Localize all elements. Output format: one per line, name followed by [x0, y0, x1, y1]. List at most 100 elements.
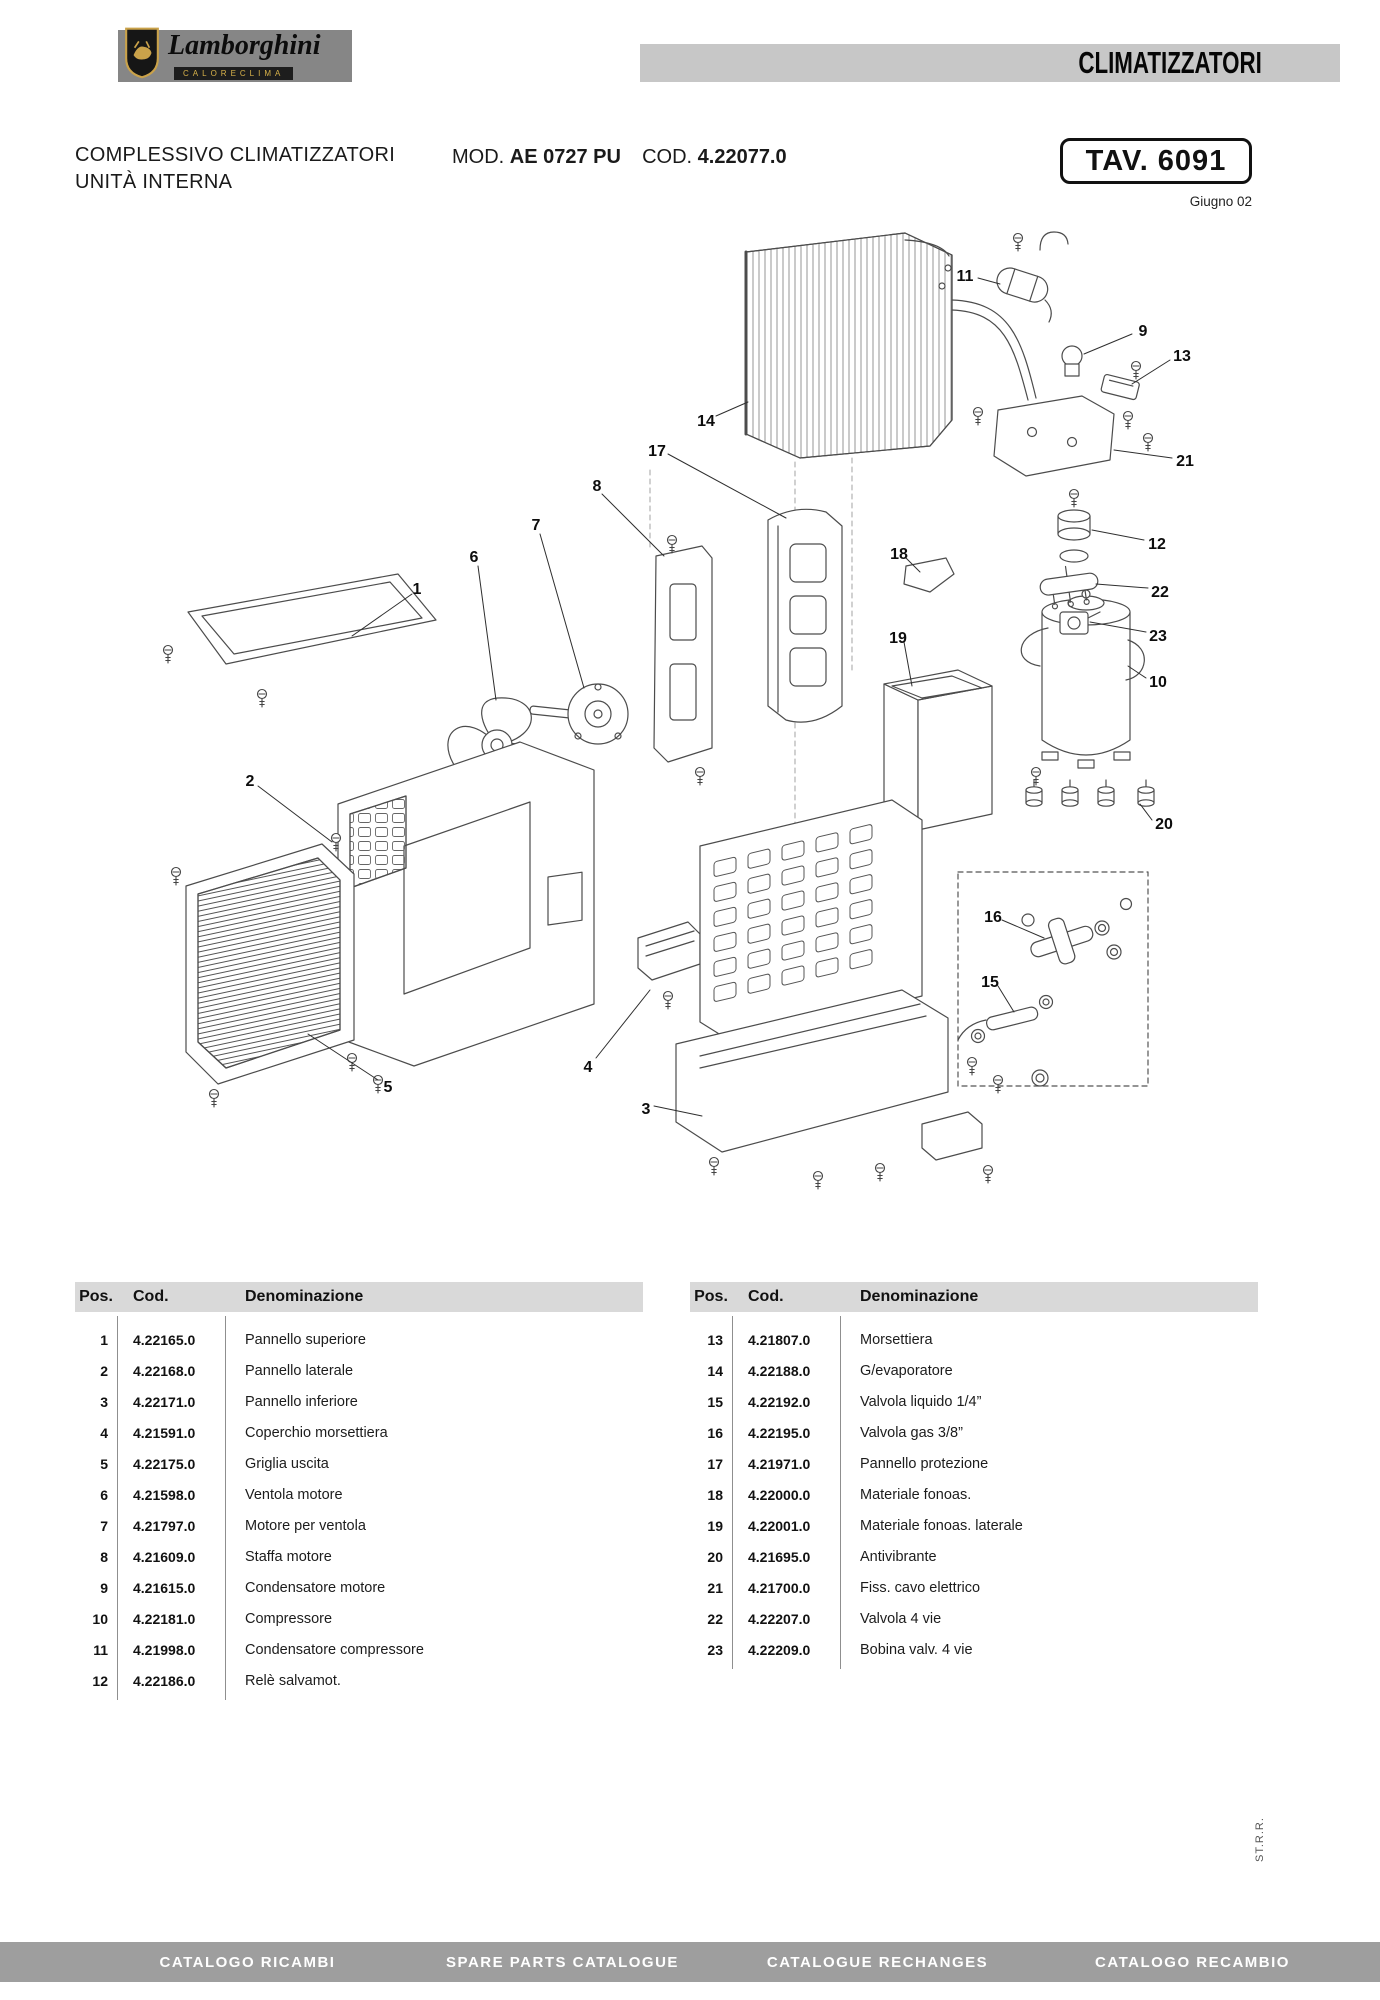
- table-row: 10 4.22181.0 Compressore: [75, 1603, 643, 1634]
- cell-den: Pannello laterale: [245, 1362, 354, 1379]
- cell-cod: 4.22168.0: [133, 1362, 196, 1379]
- cell-cod: 4.21695.0: [748, 1548, 811, 1565]
- header-den: Denominazione: [860, 1288, 979, 1305]
- callout-7: 7: [532, 517, 541, 534]
- table-row: 2 4.22168.0 Pannello laterale: [75, 1355, 643, 1386]
- callout-15: 15: [981, 974, 999, 991]
- cell-cod: 4.21797.0: [133, 1517, 196, 1534]
- cell-den: Antivibrante: [860, 1548, 937, 1565]
- part-terminal-cover: [637, 921, 701, 981]
- part-fan: [447, 697, 541, 791]
- part-liquid-valve: [985, 1006, 1039, 1031]
- callout-13: 13: [1173, 348, 1191, 365]
- cell-pos: 7: [100, 1517, 108, 1534]
- table-row: 18 4.22000.0 Materiale fonoas.: [690, 1479, 1258, 1510]
- cell-pos: 9: [100, 1579, 108, 1596]
- callout-9: 9: [1139, 323, 1148, 340]
- cell-pos: 5: [100, 1455, 108, 1472]
- footer-item-it: CATALOGO RICAMBI: [159, 1953, 336, 1971]
- table-body: 13 4.21807.0 Morsettiera 14 4.22188.0 G/…: [690, 1312, 1258, 1665]
- cell-den: Valvola liquido 1/4”: [860, 1393, 982, 1410]
- callout-1: 1: [413, 581, 422, 598]
- cell-pos: 23: [707, 1641, 723, 1658]
- brand-name: Lamborghini: [168, 30, 321, 61]
- cell-den: Coperchio morsettiera: [245, 1424, 388, 1441]
- table-body: 1 4.22165.0 Pannello superiore 2 4.22168…: [75, 1312, 643, 1696]
- cell-pos: 10: [92, 1610, 108, 1627]
- table-column-divider: [117, 1316, 118, 1700]
- header-cod: Cod.: [133, 1288, 169, 1305]
- cell-cod: 4.22001.0: [748, 1517, 811, 1534]
- callouts: 1 2 3 4 5 6 7 8 9 10 11 12 13 14 15 16 1…: [246, 268, 1194, 1118]
- callout-6: 6: [470, 549, 479, 566]
- callout-20: 20: [1155, 816, 1173, 833]
- cell-den: Bobina valv. 4 vie: [860, 1641, 973, 1658]
- cell-pos: 17: [707, 1455, 723, 1472]
- print-reference: ST.R.R.: [1254, 1817, 1266, 1862]
- cell-den: Pannello inferiore: [245, 1393, 358, 1410]
- cell-pos: 14: [707, 1362, 723, 1379]
- cell-pos: 15: [707, 1393, 723, 1410]
- callout-12: 12: [1148, 536, 1166, 553]
- callout-4: 4: [584, 1059, 593, 1076]
- cell-den: Pannello superiore: [245, 1331, 366, 1348]
- table-row: 14 4.22188.0 G/evaporatore: [690, 1355, 1258, 1386]
- part-antivibration-mounts: [1025, 779, 1155, 807]
- cell-cod: 4.22000.0: [748, 1486, 811, 1503]
- part-valve-coil: [1059, 611, 1101, 635]
- table-row: 6 4.21598.0 Ventola motore: [75, 1479, 643, 1510]
- table-row: 21 4.21700.0 Fiss. cavo elettrico: [690, 1572, 1258, 1603]
- cell-cod: 4.21807.0: [748, 1331, 811, 1348]
- callout-23: 23: [1149, 628, 1167, 645]
- cell-cod: 4.21971.0: [748, 1455, 811, 1472]
- cell-den: Valvola gas 3/8”: [860, 1424, 963, 1441]
- model-value: AE 0727 PU: [509, 146, 621, 168]
- cell-pos: 20: [707, 1548, 723, 1565]
- page-title-line1: COMPLESSIVO CLIMATIZZATORI: [75, 144, 396, 166]
- table-row: 11 4.21998.0 Condensatore compressore: [75, 1634, 643, 1665]
- cell-pos: 18: [707, 1486, 723, 1503]
- table-row: 20 4.21695.0 Antivibrante: [690, 1541, 1258, 1572]
- cell-den: Condensatore compressore: [245, 1641, 424, 1658]
- page-title-line2: UNITÀ INTERNA: [75, 171, 233, 193]
- footer-item-es: CATALOGO RECAMBIO: [1095, 1953, 1290, 1971]
- footer-item-fr: CATALOGUE RECHANGES: [766, 1953, 989, 1971]
- part-bottom-panel: [675, 799, 983, 1161]
- cell-pos: 21: [707, 1579, 723, 1596]
- cell-den: Pannello protezione: [860, 1455, 989, 1472]
- header-cod: Cod.: [748, 1288, 784, 1305]
- table-header: Pos. Cod. Denominazione: [690, 1282, 1258, 1312]
- page-title: COMPLESSIVO CLIMATIZZATORI UNITÀ INTERNA: [75, 142, 395, 196]
- cell-cod: 4.21700.0: [748, 1579, 811, 1596]
- part-protection-panel: [767, 508, 843, 723]
- cell-den: Ventola motore: [245, 1486, 343, 1503]
- table-row: 16 4.22195.0 Valvola gas 3/8”: [690, 1417, 1258, 1448]
- table-row: 3 4.22171.0 Pannello inferiore: [75, 1386, 643, 1417]
- model-label: MOD.: [452, 146, 505, 168]
- callout-5: 5: [384, 1079, 393, 1096]
- model-code-line: MOD. AE 0727 PU COD. 4.22077.0: [452, 146, 787, 169]
- part-compressor: [1020, 589, 1145, 769]
- cell-cod: 4.21615.0: [133, 1579, 196, 1596]
- cell-den: Condensatore motore: [245, 1579, 386, 1596]
- callout-11: 11: [957, 268, 974, 285]
- part-motor-bracket: [653, 545, 713, 763]
- cell-pos: 19: [707, 1517, 723, 1534]
- part-4way-valve: [1039, 565, 1099, 610]
- cell-pos: 22: [707, 1610, 723, 1627]
- table-header: Pos. Cod. Denominazione: [75, 1282, 643, 1312]
- callout-8: 8: [593, 478, 602, 495]
- table-row: 4 4.21591.0 Coperchio morsettiera: [75, 1417, 643, 1448]
- cell-pos: 2: [100, 1362, 108, 1379]
- callout-21: 21: [1176, 453, 1194, 470]
- table-row: 8 4.21609.0 Staffa motore: [75, 1541, 643, 1572]
- cell-pos: 4: [100, 1424, 108, 1441]
- construction-lines: [649, 457, 853, 843]
- table-row: 5 4.22175.0 Griglia uscita: [75, 1448, 643, 1479]
- table-number-badge: TAV. 6091: [1060, 138, 1252, 184]
- part-gas-valve: [1030, 917, 1094, 965]
- code-label: COD.: [642, 146, 693, 168]
- part-top-panel: [187, 573, 437, 665]
